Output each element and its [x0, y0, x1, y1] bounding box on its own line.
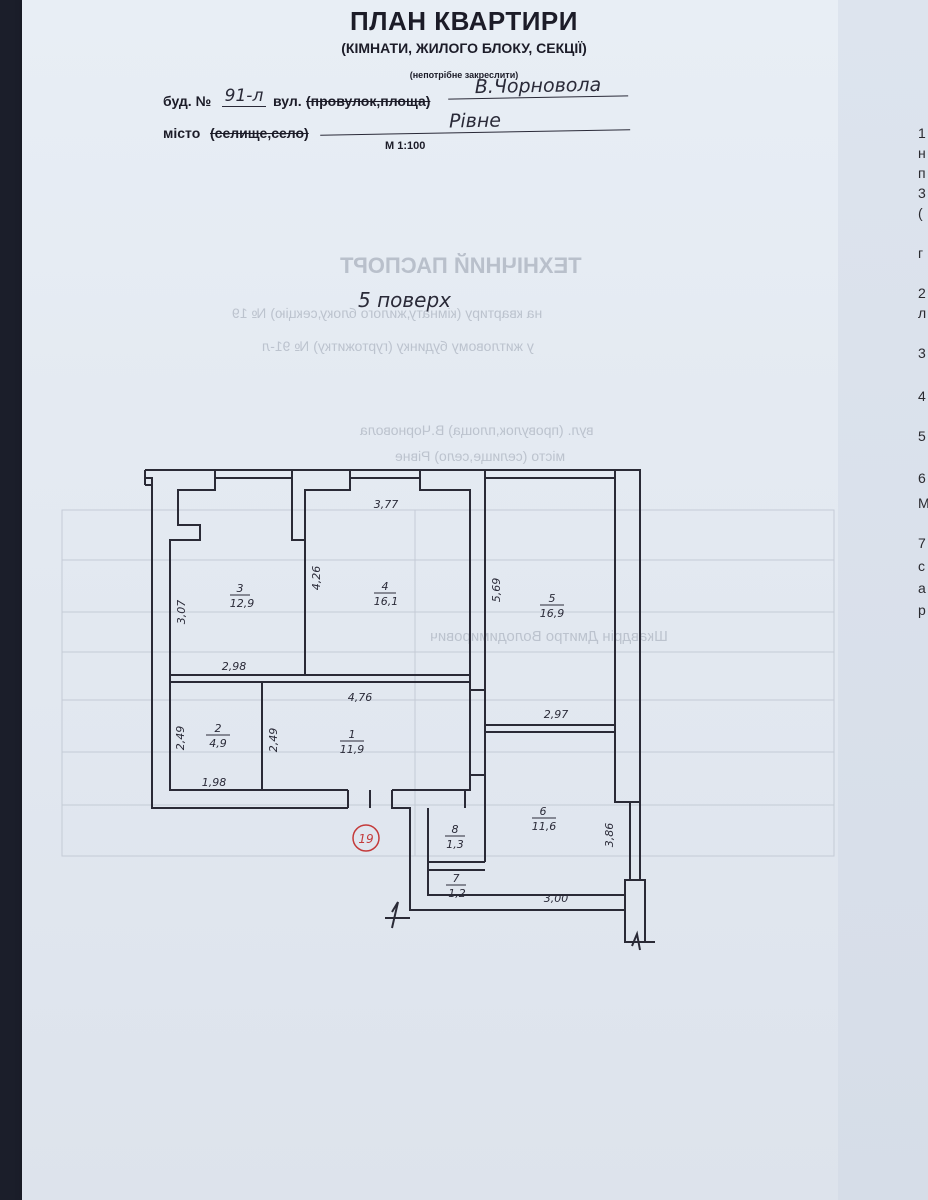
room-6-number: 6 [540, 805, 547, 818]
dim-426: 4,26 [310, 566, 323, 591]
document-title: ПЛАН КВАРТИРИ [350, 6, 578, 36]
edge-char: н [918, 145, 926, 161]
room-2-number: 2 [215, 722, 222, 735]
edge-char: р [918, 602, 926, 618]
dim-307: 3,07 [175, 600, 188, 625]
edge-char: 4 [918, 388, 926, 404]
dim-249-mid: 2,49 [267, 728, 280, 753]
room-2-area: 4,9 [209, 737, 227, 750]
adjacent-page [838, 0, 928, 1200]
dim-300: 3,00 [544, 892, 569, 905]
edge-char: а [918, 580, 926, 596]
dim-569: 5,69 [490, 578, 503, 603]
room-5-area: 16,9 [540, 607, 565, 620]
edge-char: с [918, 558, 925, 574]
apartment-number-circle [352, 824, 380, 852]
edge-char: 2 [918, 285, 926, 301]
document-subtitle: (КІМНАТИ, ЖИЛОГО БЛОКУ, СЕКЦІЇ) [341, 40, 587, 56]
ghost-table-lines [61, 509, 835, 857]
room-7-number: 7 [453, 872, 460, 885]
room-1-area: 11,9 [340, 743, 365, 756]
floor-label: 5 поверх [358, 288, 452, 312]
apartment-number: 19 [358, 832, 373, 846]
strike-note: (непотрібне закреслити) [409, 70, 519, 80]
city-strike: (селище,село) [210, 125, 309, 141]
edge-char: М [918, 495, 928, 511]
city-label: місто [163, 125, 201, 141]
dim-298: 2,98 [222, 660, 247, 673]
room-4-number: 4 [382, 580, 389, 593]
edge-char: ( [918, 205, 923, 221]
dim-386: 3,86 [603, 823, 616, 848]
room-3-number: 3 [237, 582, 244, 595]
edge-char: 7 [918, 535, 926, 551]
dim-249-left: 2,49 [174, 726, 187, 751]
edge-char: 1 [918, 125, 926, 141]
edge-char: г [918, 245, 924, 261]
street-strike: (провулок,площа) [306, 93, 431, 109]
room-5-number: 5 [549, 592, 556, 605]
edge-char: 3 [918, 345, 926, 361]
dim-297: 2,97 [544, 708, 569, 721]
edge-char: л [918, 305, 927, 321]
room-7-area: 1,2 [448, 887, 466, 900]
scale: М 1:100 [385, 140, 426, 152]
room-4-area: 16,1 [374, 595, 399, 608]
plan-walls [144, 469, 655, 951]
edge-char: 5 [918, 428, 926, 444]
room-6-area: 11,6 [532, 820, 557, 833]
dim-377: 3,77 [374, 498, 399, 511]
room-8-number: 8 [452, 823, 459, 836]
edge-char: 6 [918, 470, 926, 486]
document-page [22, 0, 842, 1200]
dim-198: 1,98 [202, 776, 227, 789]
bud-number: 91-л [222, 86, 266, 107]
street-label: вул. [273, 93, 302, 109]
bud-label: буд. № [163, 93, 212, 109]
edge-char: п [918, 165, 926, 181]
dim-476: 4,76 [348, 691, 373, 704]
edge-char: 3 [918, 185, 926, 201]
room-1-number: 1 [349, 728, 356, 741]
room-3-area: 12,9 [230, 597, 255, 610]
room-8-area: 1,3 [446, 838, 464, 851]
